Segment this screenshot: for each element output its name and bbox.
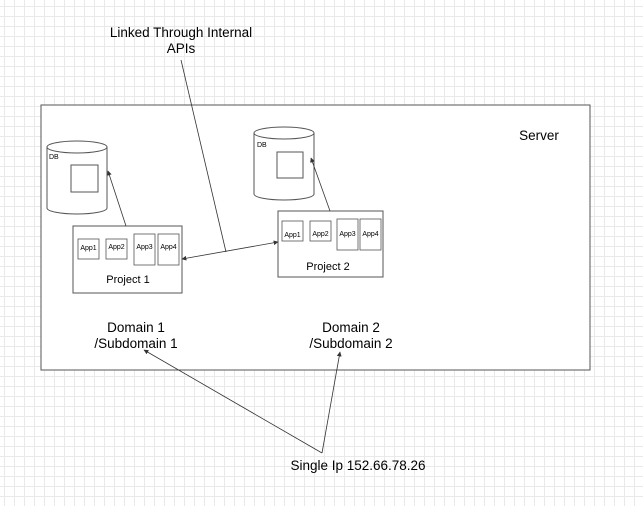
ip-to-domain-2-arrow[interactable] [321, 351, 342, 454]
domain-2-line-1: Domain 2 [322, 320, 380, 335]
database-2-label: DB [257, 142, 267, 149]
project-1-app1-box[interactable] [77, 238, 100, 260]
project-1-app2-label: App2 [108, 244, 125, 251]
ip-to-domain-1-arrow[interactable] [143, 349, 323, 454]
database-2-cylinder[interactable] [253, 126, 315, 201]
project-2-app1-box[interactable] [281, 220, 304, 242]
domain-2-label: Domain 2 /Subdomain 2 [291, 320, 411, 352]
single-ip-label: Single Ip 152.66.78.26 [290, 458, 426, 473]
project-1-app3-label: App3 [136, 244, 153, 251]
project-2-app3-box[interactable] [336, 218, 359, 251]
server-label: Server [519, 128, 559, 143]
project-2-app2-box[interactable] [309, 220, 332, 242]
project-1-to-db-1-arrow[interactable] [107, 170, 127, 227]
project-2-to-db-2-arrow[interactable] [310, 157, 331, 212]
domain-2-line-2: /Subdomain 2 [309, 336, 393, 351]
project-2-box[interactable] [277, 210, 384, 278]
api-link-note: Linked Through Internal APIs [96, 25, 266, 57]
project-1-app4-label: App4 [160, 244, 177, 251]
project-link-bidirectional-arrow[interactable] [181, 240, 279, 261]
project-1-app2-box[interactable] [105, 238, 128, 260]
api-note-connector-line[interactable] [180, 59, 227, 253]
project-2-app3-label: App3 [339, 231, 356, 238]
project-1-app1-label: App1 [80, 245, 97, 252]
database-2-inner-box [276, 151, 304, 179]
project-1-app4-box[interactable] [157, 233, 180, 266]
database-1-cylinder[interactable] [46, 140, 108, 215]
domain-1-line-2: /Subdomain 1 [94, 336, 178, 351]
project-1-box[interactable] [72, 225, 183, 294]
database-1-label: DB [49, 154, 59, 161]
project-2-app1-label: App1 [284, 232, 301, 239]
project-1-app3-box[interactable] [133, 233, 156, 266]
project-1-label: Project 1 [106, 274, 150, 286]
project-2-app2-label: App2 [312, 231, 329, 238]
domain-1-line-1: Domain 1 [107, 320, 165, 335]
api-link-note-line-1: Linked Through Internal [109, 25, 253, 40]
database-1-inner-box [70, 164, 99, 193]
project-2-app4-label: App4 [362, 231, 379, 238]
project-2-label: Project 2 [306, 261, 350, 273]
domain-1-label: Domain 1 /Subdomain 1 [76, 320, 196, 352]
project-2-app4-box[interactable] [359, 218, 382, 251]
api-link-note-line-2: APIs [166, 41, 196, 56]
